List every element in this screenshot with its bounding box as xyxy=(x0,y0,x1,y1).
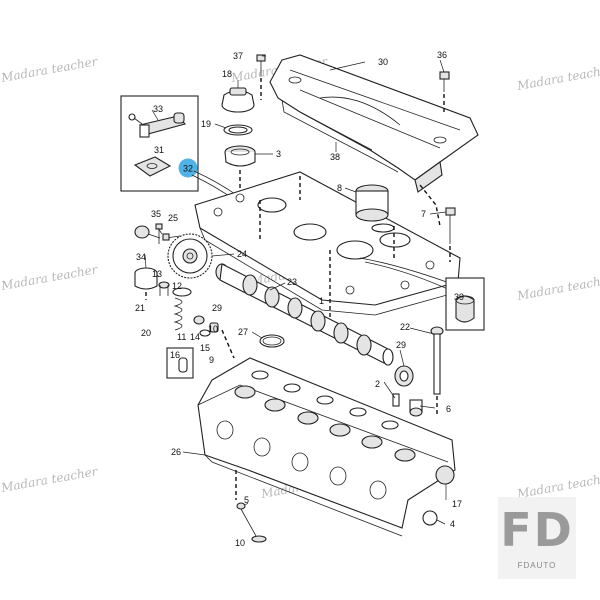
logo-main-text: FD xyxy=(500,503,574,557)
callout-25[interactable]: 25 xyxy=(168,213,178,223)
camshaft-cover xyxy=(194,171,461,316)
callout-11[interactable]: 11 xyxy=(177,332,186,342)
bolt-7 xyxy=(445,207,456,262)
callout-8[interactable]: 8 xyxy=(337,183,342,193)
watermark: Madara teacher xyxy=(515,272,600,303)
dowel-2 xyxy=(392,393,400,407)
watermark: Madara teacher xyxy=(515,62,600,93)
watermark: Madara teacher xyxy=(0,262,100,293)
callout-9[interactable]: 9 xyxy=(209,355,214,365)
watermark: Madara teacher xyxy=(0,54,100,85)
logo-sub-text: FDAUTO xyxy=(517,561,557,570)
callout-12[interactable]: 12 xyxy=(172,281,182,291)
watermark: Madara teacher xyxy=(0,464,100,495)
callout-28[interactable]: 29 xyxy=(212,303,222,313)
callout-32-highlight[interactable]: 32 xyxy=(178,158,198,178)
callout-13[interactable]: 13 xyxy=(152,269,162,279)
callout-3[interactable]: 3 xyxy=(276,149,281,159)
callout-17[interactable]: 17 xyxy=(452,499,462,509)
seals-8 xyxy=(355,184,395,233)
callout-20[interactable]: 20 xyxy=(141,328,151,338)
seal-inset-39 xyxy=(445,277,485,331)
callout-30[interactable]: 30 xyxy=(378,57,388,67)
bolt-37 xyxy=(256,54,266,100)
callout-29[interactable]: 29 xyxy=(396,340,406,350)
fdauto-logo: FD FDAUTO xyxy=(498,497,576,579)
callout-33[interactable]: 33 xyxy=(153,104,163,114)
callout-15[interactable]: 15 xyxy=(200,343,210,353)
callout-31[interactable]: 31 xyxy=(154,145,164,155)
callout-10[interactable]: 10 xyxy=(235,538,245,548)
oil-filler-cap xyxy=(221,87,256,196)
callout-6[interactable]: 6 xyxy=(446,404,451,414)
callout-27[interactable]: 27 xyxy=(238,327,248,337)
callout-26[interactable]: 26 xyxy=(171,447,181,457)
callout-39[interactable]: 39 xyxy=(454,292,464,302)
callout-4[interactable]: 4 xyxy=(450,519,455,529)
left-small-parts xyxy=(134,223,219,379)
callout-14[interactable]: 14 xyxy=(190,332,200,342)
callout-32[interactable]: 32 xyxy=(183,164,193,174)
callout-38[interactable]: 38 xyxy=(330,152,340,162)
valve-10 xyxy=(235,470,267,543)
cylinder-head xyxy=(197,357,456,537)
callout-34[interactable]: 34 xyxy=(136,252,146,262)
callout-2[interactable]: 2 xyxy=(375,379,380,389)
callout-labels: 37 30 36 18 33 19 31 38 3 8 7 35 25 34 2… xyxy=(135,50,464,548)
callout-35[interactable]: 35 xyxy=(151,209,161,219)
bolt-22 xyxy=(430,326,444,416)
cam-sprocket xyxy=(167,233,213,279)
camshaft xyxy=(215,263,394,366)
callout-36[interactable]: 36 xyxy=(437,50,447,60)
callout-16[interactable]: 16 xyxy=(170,350,180,360)
callout-23[interactable]: 23 xyxy=(287,277,297,287)
bolt-36 xyxy=(439,71,450,112)
valve-cover xyxy=(269,54,479,227)
callout-7[interactable]: 7 xyxy=(421,209,426,219)
callout-5[interactable]: 5 xyxy=(244,495,249,505)
seal-29 xyxy=(394,365,414,387)
solenoid-inset xyxy=(120,95,199,192)
callout-22[interactable]: 22 xyxy=(400,322,410,332)
callout-37[interactable]: 37 xyxy=(233,51,243,61)
callout-18[interactable]: 18 xyxy=(222,69,232,79)
callout-1[interactable]: 1 xyxy=(319,296,324,306)
callout-24[interactable]: 24 xyxy=(237,249,247,259)
callout-10-small[interactable]: 10 xyxy=(208,324,218,334)
leader-lines xyxy=(144,55,447,525)
callout-19[interactable]: 19 xyxy=(201,119,211,129)
callout-21[interactable]: 21 xyxy=(135,303,145,313)
